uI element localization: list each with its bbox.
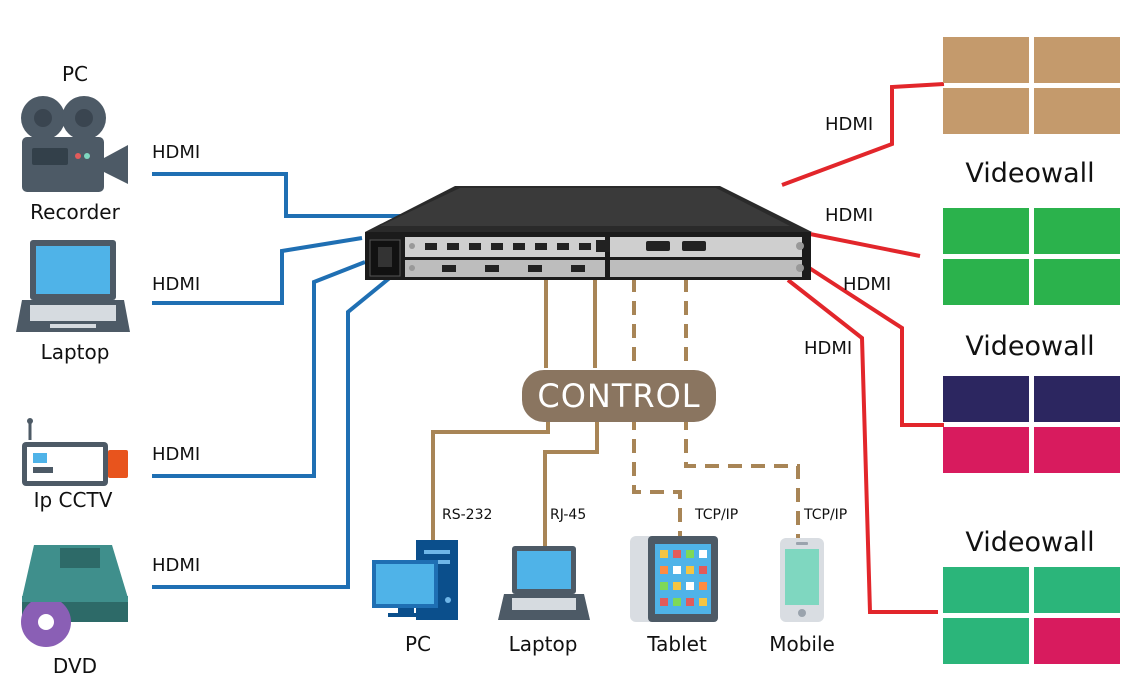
hdmi-link-cctv: HDMI xyxy=(152,444,201,465)
cctv-line xyxy=(152,260,366,478)
dvd-label: DVD xyxy=(52,654,98,678)
control-solid-lines xyxy=(431,278,599,548)
hdmi-link-dvd: HDMI xyxy=(152,555,201,576)
videowall-4 xyxy=(943,567,1120,664)
videowall-4-label: Videowall xyxy=(965,527,1095,558)
tcpip-label-mobile: TCP/IP xyxy=(804,507,848,523)
laptop-source-label: Laptop xyxy=(40,340,110,364)
videowall-1 xyxy=(943,37,1120,134)
hdmi-output-1: HDMI xyxy=(825,114,874,135)
mobile-label: Mobile xyxy=(769,632,835,656)
dvd-line xyxy=(152,274,394,589)
tablet-icon xyxy=(630,536,718,622)
hdmi-output-2: HDMI xyxy=(825,205,874,226)
hdmi-output-3: HDMI xyxy=(843,274,892,295)
hdmi-link-laptop: HDMI xyxy=(152,274,201,295)
videowall-2-label: Videowall xyxy=(965,158,1095,189)
rj45-label: RJ-45 xyxy=(550,507,587,523)
wall3-line xyxy=(798,260,944,427)
laptop-client-icon xyxy=(498,546,590,620)
matrix-switcher xyxy=(365,186,812,280)
wall2-line xyxy=(789,228,921,258)
pc-recorder-top-label: PC xyxy=(61,62,89,86)
input-lines xyxy=(152,172,402,589)
videowall-2 xyxy=(943,208,1120,305)
wall4-line xyxy=(786,278,938,614)
mobile-icon xyxy=(780,538,824,622)
hdmi-output-4: HDMI xyxy=(804,338,853,359)
laptop-line xyxy=(152,236,363,305)
laptop-icon xyxy=(16,240,130,332)
hdmi-link-pc-recorder: HDMI xyxy=(152,142,201,163)
tablet-label: Tablet xyxy=(647,632,707,656)
videowall-3 xyxy=(943,376,1120,473)
rs232-label: RS-232 xyxy=(442,507,493,523)
cctv-camera-icon xyxy=(22,418,128,486)
wall1-line xyxy=(781,82,945,187)
pc-client-label: PC xyxy=(404,632,432,656)
pc-recorder-line xyxy=(152,172,402,218)
dvd-player-icon xyxy=(21,545,128,647)
videowall-3-label: Videowall xyxy=(965,331,1095,362)
ip-cctv-label: Ip CCTV xyxy=(33,488,113,512)
laptop-client-label: Laptop xyxy=(508,632,578,656)
recorder-camera-icon xyxy=(21,96,128,192)
control-box xyxy=(522,370,716,422)
output-lines xyxy=(781,82,945,614)
tcpip-label-tablet: TCP/IP xyxy=(695,507,739,523)
pc-recorder-bottom-label: Recorder xyxy=(30,200,120,224)
control-label: CONTROL xyxy=(537,377,701,415)
pc-icon xyxy=(372,540,458,620)
